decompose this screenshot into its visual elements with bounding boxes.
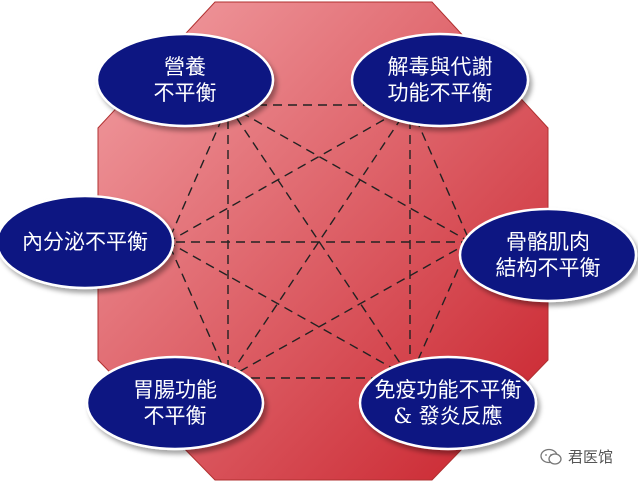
node-endocrine: 內分泌不平衡	[0, 194, 175, 290]
connector-nutrition-musculoskeletal	[227, 104, 471, 243]
node-ellipse-immune	[358, 355, 538, 451]
node-label-musculoskeletal-line-2: 結构不平衡	[496, 256, 601, 280]
node-label-endocrine-line-1: 內分泌不平衡	[22, 230, 148, 254]
node-label-gastro-line-1: 胃腸功能	[133, 378, 217, 402]
connector-gastro-endocrine	[167, 241, 229, 379]
watermark: 君医馆	[540, 446, 613, 467]
connector-nutrition-endocrine	[167, 104, 229, 243]
node-immune: 免疫功能不平衡& 發炎反應	[358, 355, 538, 451]
connector-nutrition-immune	[227, 104, 411, 379]
node-ellipse-gastro	[85, 355, 265, 451]
connector-immune-endocrine	[167, 241, 411, 379]
connector-musculoskeletal-gastro	[227, 241, 471, 379]
node-ellipse-detox	[350, 32, 530, 128]
watermark-text: 君医馆	[568, 448, 614, 466]
connector-musculoskeletal-immune	[409, 241, 471, 379]
node-ellipse-endocrine	[0, 194, 175, 290]
node-label-immune-line-1: 免疫功能不平衡	[375, 378, 522, 402]
node-label-nutrition-line-1: 營養	[164, 55, 206, 79]
node-label-immune-line-2: & 發炎反應	[393, 404, 502, 428]
connector-detox-endocrine	[167, 104, 411, 243]
node-label-nutrition-line-2: 不平衡	[154, 81, 217, 105]
connector-detox-gastro	[227, 104, 411, 379]
node-label-detox-line-1: 解毒與代謝	[388, 55, 493, 79]
node-ellipse-musculoskeletal	[458, 207, 638, 303]
node-ellipse-nutrition	[95, 32, 275, 128]
node-label-musculoskeletal-line-1: 骨骼肌肉	[506, 230, 590, 254]
node-label-detox-line-2: 功能不平衡	[388, 81, 493, 105]
connector-detox-musculoskeletal	[409, 104, 471, 243]
chat-bubble-icon	[540, 448, 562, 466]
node-label-gastro-line-2: 不平衡	[144, 404, 207, 428]
